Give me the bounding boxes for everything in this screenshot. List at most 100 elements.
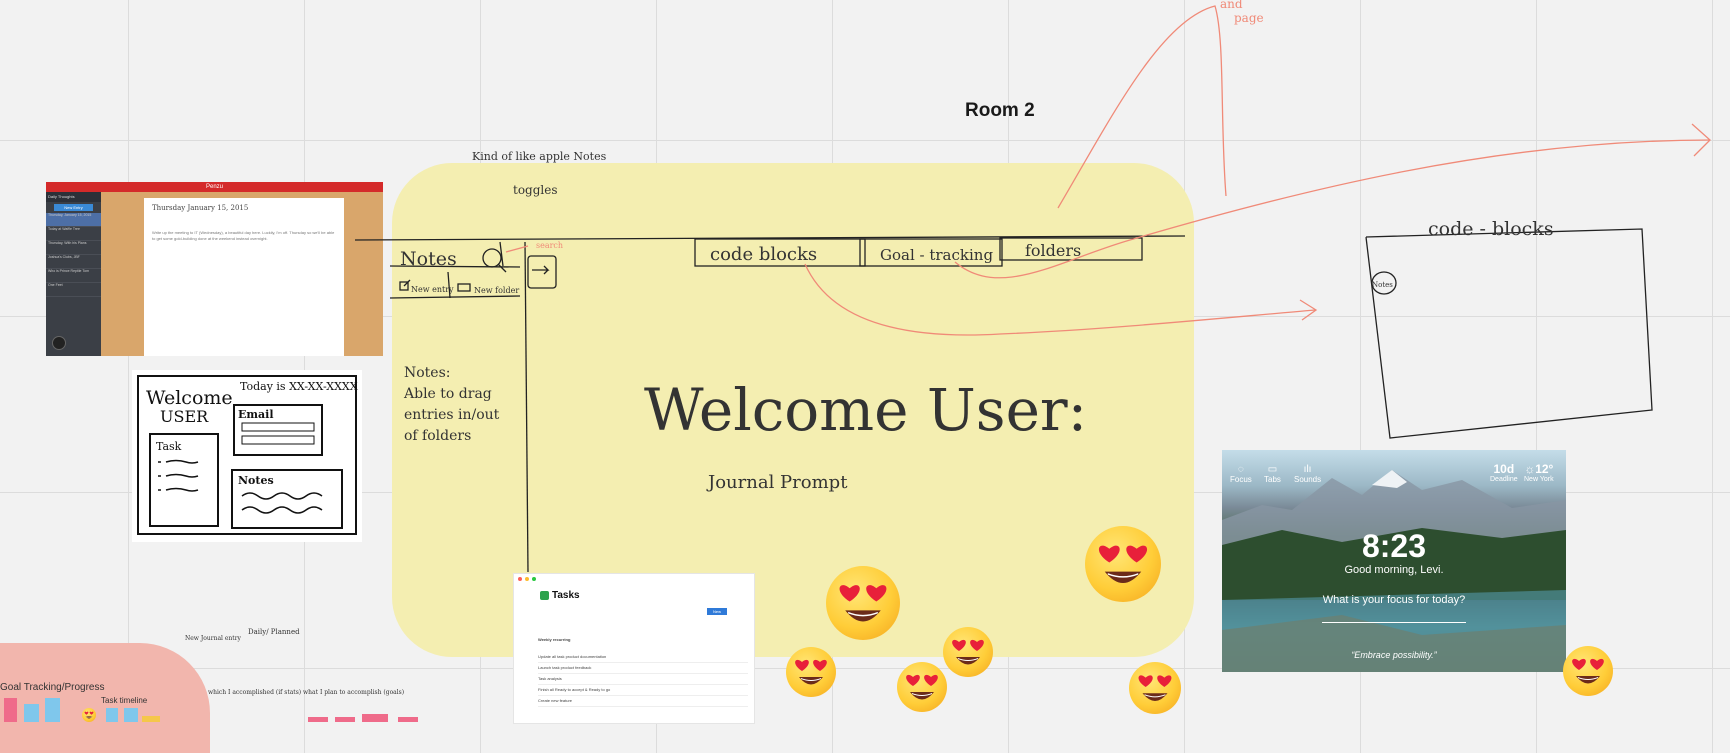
heart-eyes-face	[1572, 658, 1604, 684]
room-title: Room 2	[965, 100, 1035, 121]
heart-eyes-face	[906, 674, 938, 700]
accomplished-annotation: which I accomplished (if stats) what I p…	[208, 689, 404, 696]
weather-label: New York	[1524, 476, 1554, 483]
sketch-task: Task	[156, 440, 182, 453]
emoji-row	[0, 676, 12, 686]
sketch-welcome: Welcome	[146, 387, 233, 409]
table-row: Task analysis	[538, 676, 748, 685]
sounds-icon: ılı	[1303, 464, 1312, 475]
tabs-icon: ▭	[1267, 464, 1278, 475]
heart-eyes-emoji[interactable]	[1129, 662, 1181, 714]
heart-eyes-face	[839, 585, 887, 622]
wireframe-sketch[interactable]: Welcome USER Today is XX-XX-XXXX Email T…	[132, 370, 362, 542]
new-entry-button: New Entry	[54, 204, 93, 211]
table-row: Launch task product feedback	[538, 665, 748, 674]
tabs-nav-button[interactable]: ▭Tabs	[1264, 464, 1281, 484]
deadline-label: Deadline	[1490, 476, 1518, 483]
top-right-annotation-1: and	[1220, 0, 1243, 11]
list-item: One Feet	[46, 283, 101, 297]
heart-eyes-face	[1098, 545, 1148, 583]
greeting: Good morning, Levi.	[1344, 564, 1444, 576]
sketch-drawing: Welcome USER Today is XX-XX-XXXX Email T…	[137, 375, 358, 535]
task-name: Update all task product documentation	[538, 654, 607, 659]
list-item: Joshua's Clubs, JBF	[46, 255, 101, 269]
sketch-today: Today is XX-XX-XXXX	[240, 380, 358, 393]
heart-eyes-emoji[interactable]	[943, 627, 993, 677]
task-name: Launch task product feedback	[538, 665, 592, 670]
tasks-app-screenshot[interactable]: Tasks New Weekly recurring Update all ta…	[513, 573, 755, 724]
task-timeline-label: Task timeline	[101, 696, 148, 705]
notes-topbar: Penzu	[46, 182, 383, 192]
clock: 8:23	[1361, 528, 1427, 564]
notes-logo: Penzu	[205, 184, 223, 190]
tasks-window-bar	[514, 574, 754, 584]
task-name: Create new feature	[538, 698, 573, 703]
progress-bar	[24, 704, 39, 722]
weather-stat[interactable]: ☼12°New York	[1524, 462, 1554, 483]
journal-entry-annotation: New Journal entry	[185, 635, 242, 642]
deadline-value: 10d	[1493, 462, 1515, 476]
sounds-label: Sounds	[1294, 475, 1322, 484]
list-item: Thursday, January 15, 2015	[46, 213, 101, 227]
code-blocks-right-annotation: code - blocks	[1428, 218, 1554, 240]
apple-notes-annotation: Kind of like apple Notes	[472, 150, 607, 163]
progress-bar	[362, 714, 388, 722]
heart-eyes-face	[795, 659, 827, 685]
top-right-annotation-2: page	[1234, 11, 1264, 25]
progress-bar	[45, 698, 60, 722]
entry-date: Thursday January 15, 2015	[152, 204, 249, 212]
goal-tracking-label: Goal Tracking/Progress	[0, 682, 105, 693]
progress-bar	[335, 717, 355, 722]
notes-app-screenshot[interactable]: Penzu Daily Thoughts New Entry Thursday,…	[46, 182, 383, 356]
notes-sidebar-header: Daily Thoughts	[46, 192, 101, 202]
daily-planned-annotation: Daily/ Planned	[248, 628, 300, 636]
progress-bar	[308, 717, 328, 722]
focus-question: What is your focus for today?	[1322, 594, 1466, 606]
weather-value: ☼12°	[1524, 462, 1554, 476]
sketch-user: USER	[160, 407, 209, 426]
tasks-new-button: New	[707, 608, 727, 615]
table-row: Update all task product documentation	[538, 654, 748, 663]
quote: “Embrace possibility.”	[1351, 650, 1437, 660]
heart-eyes-emoji[interactable]	[826, 566, 900, 640]
focus-icon: ◌	[1237, 464, 1244, 475]
heart-eyes-emoji[interactable]	[897, 662, 947, 712]
notes-small-annotation: Notes	[1372, 281, 1393, 289]
mountain-landscape	[1222, 470, 1566, 672]
heart-eyes-face	[1138, 675, 1172, 701]
task-name: Task analysis	[538, 676, 562, 681]
task-name: Finish all Ready to accept & Ready to go	[538, 687, 611, 692]
tasks-group: Weekly recurring	[538, 637, 571, 642]
tabs-label: Tabs	[1264, 475, 1281, 484]
heart-eyes-face	[952, 639, 984, 665]
heart-eyes-emoji[interactable]	[1563, 646, 1613, 696]
list-item: Who is Prince Reptile Tom	[46, 269, 101, 283]
progress-bar	[142, 716, 160, 722]
sketch-email: Email	[238, 408, 274, 421]
list-item: Today at Waffle Tree	[46, 227, 101, 241]
focus-nav-button[interactable]: ◌Focus	[1230, 464, 1252, 484]
notes-paper: Thursday January 15, 2015 Write up the m…	[144, 198, 344, 356]
sketch-notes: Notes	[238, 474, 274, 487]
progress-bar	[106, 708, 118, 722]
heart-eyes-emoji[interactable]	[786, 647, 836, 697]
focus-input[interactable]	[1322, 622, 1466, 623]
check-icon	[540, 590, 549, 600]
tasks-title: Tasks	[540, 590, 754, 601]
progress-bar	[4, 698, 17, 722]
progress-bar	[398, 717, 418, 722]
entry-body: Write up the meeting to IT (Wednesday), …	[152, 230, 335, 241]
table-row: Finish all Ready to accept & Ready to go	[538, 687, 748, 696]
list-item: Thursday, With his Plans	[46, 241, 101, 255]
tasks-title-text: Tasks	[552, 590, 580, 601]
progress-bar	[124, 708, 138, 722]
camera-icon	[52, 336, 66, 350]
heart-eyes-emoji[interactable]	[1085, 526, 1161, 602]
table-row: Create new feature	[538, 698, 748, 707]
heart-eyes-emoji[interactable]	[82, 708, 96, 722]
focus-label: Focus	[1230, 475, 1252, 484]
heart-eyes-face	[84, 711, 94, 719]
